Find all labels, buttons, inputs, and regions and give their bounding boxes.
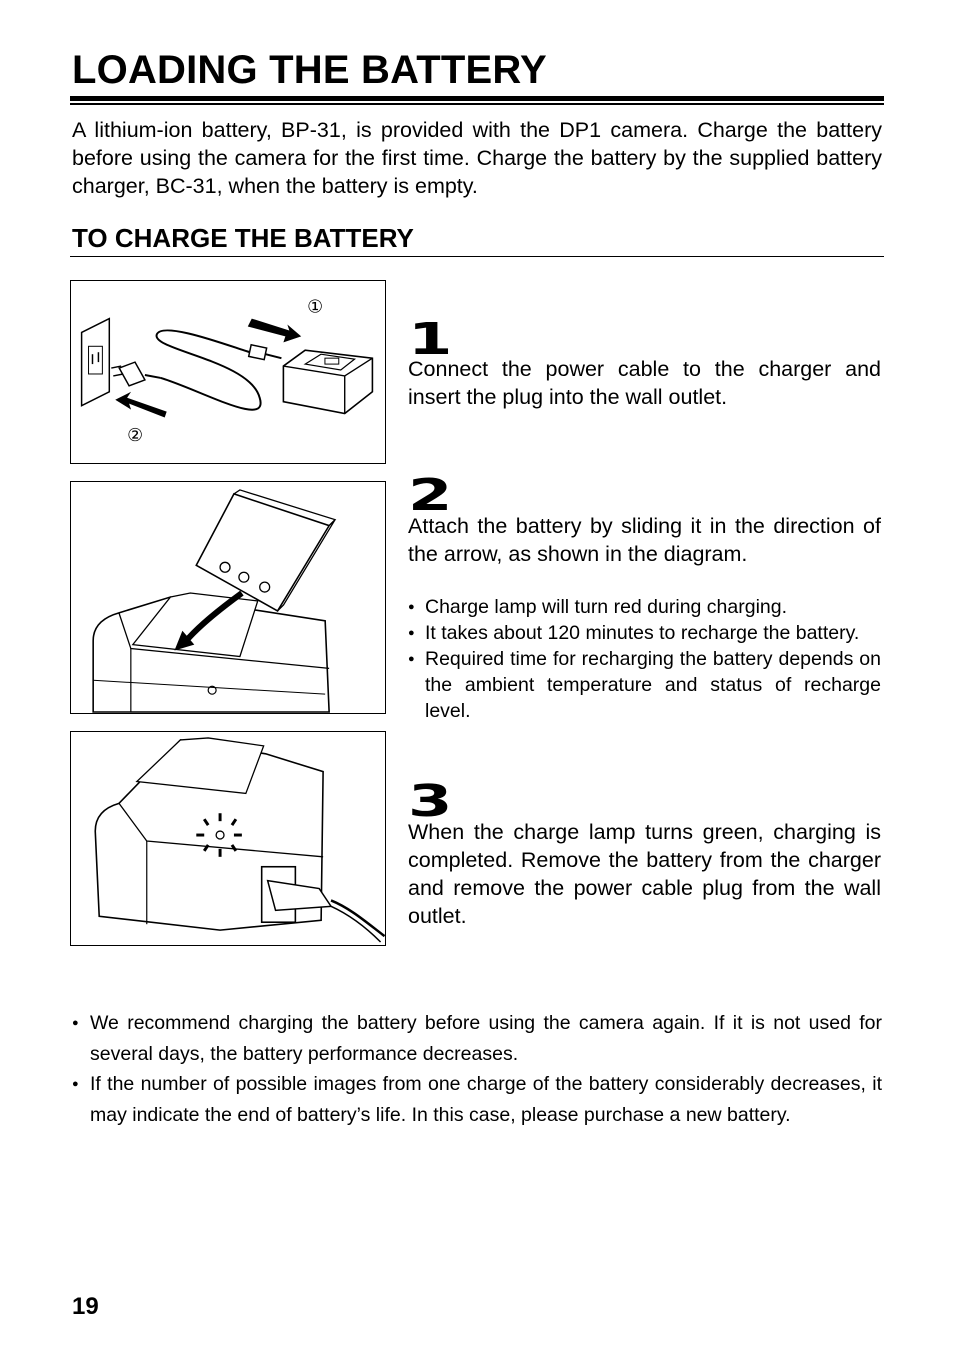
battery-insertion-illustration-icon: [92, 489, 337, 713]
step-1-number: 1: [408, 314, 453, 365]
intro-paragraph: A lithium-ion battery, BP-31, is provide…: [72, 118, 882, 198]
page-title: LOADING THE BATTERY: [72, 48, 547, 92]
section-rule: [70, 256, 884, 257]
step-2-number: 2: [408, 470, 453, 521]
charger-cable-outlet-illustration-icon: ① ②: [80, 297, 374, 446]
notes-list: We recommend charging the battery before…: [72, 1008, 882, 1130]
figure-2-attach-battery: [70, 481, 386, 714]
figure-1-connect-cable: ① ②: [70, 280, 386, 464]
charger-lamp-illustration-icon: [94, 737, 385, 943]
step-2-text: Attach the battery by sliding it in the …: [408, 514, 881, 566]
section-heading: TO CHARGE THE BATTERY: [72, 223, 414, 253]
step-1-text: Connect the power cable to the charger a…: [408, 357, 881, 409]
title-rule-thin: [70, 103, 884, 105]
step-2-bullet: It takes about 120 minutes to recharge t…: [408, 620, 881, 646]
step-3-number: 3: [408, 776, 453, 827]
step-2-bullet: Charge lamp will turn red during chargin…: [408, 594, 881, 620]
note-item: We recommend charging the battery before…: [72, 1008, 882, 1069]
figure-1-label-2: ②: [127, 425, 143, 446]
step-2-bullet-list: Charge lamp will turn red during chargin…: [408, 594, 881, 724]
figure-3-charge-complete: [70, 731, 386, 946]
step-2-bullet: Required time for recharging the battery…: [408, 646, 881, 724]
title-rule-thick: [70, 96, 884, 101]
figure-1-label-1: ①: [307, 297, 323, 318]
step-3-text: When the charge lamp turns green, chargi…: [408, 820, 881, 928]
page-number: 19: [72, 1293, 99, 1320]
note-item: If the number of possible images from on…: [72, 1069, 882, 1130]
